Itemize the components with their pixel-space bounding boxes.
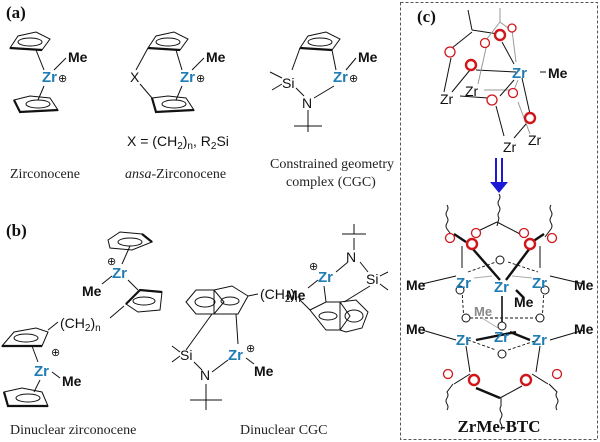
cp-ring — [309, 301, 351, 331]
zr-label: Zr — [333, 69, 348, 86]
cp-ring — [2, 387, 49, 408]
linker-label: (CH2)n — [260, 286, 301, 305]
charge-label: ⊕ — [58, 73, 67, 85]
arrow-down-icon — [490, 182, 508, 193]
dinuclear-cgc-caption: Dinuclear CGC — [240, 423, 327, 438]
charge-label: ⊕ — [107, 256, 116, 268]
me-label: Me — [574, 321, 594, 337]
cgc-structure: Me Zr ⊕ Si N Constrained geometry comple… — [269, 31, 394, 190]
charge-label: ⊕ — [246, 343, 255, 355]
zr-label: Zr — [465, 83, 479, 99]
zr-label: Zr — [180, 69, 195, 86]
n-label: N — [302, 95, 312, 111]
zr-label: Zr — [528, 132, 542, 148]
ansa-zirconocene-structure: X Me Zr ⊕ X = (CH2)n, R2Si ansa-Zirconoc… — [125, 31, 229, 182]
me-label: Me — [574, 277, 594, 293]
cp-ring — [107, 231, 153, 251]
zr-cluster-structure: Zr Me Zr Zr Zr Zr — [440, 8, 568, 155]
me-label: Me — [548, 65, 568, 81]
zrme-btc-structure: Zr Zr Zr Zr Zr Zr Me Me Me Me Me Me ZrMe… — [406, 193, 594, 436]
charge-label: ⊕ — [196, 73, 205, 85]
zirconocene-caption: Zirconocene — [10, 167, 80, 182]
si-label: Si — [282, 75, 294, 91]
si-label: Si — [366, 271, 378, 287]
zr-label: Zr — [532, 275, 547, 292]
panel-a: (a) Me Zr ⊕ Zirconocene — [6, 3, 394, 190]
benzo-ring — [185, 289, 225, 315]
me-label: Me — [406, 277, 426, 293]
charge-label: ⊕ — [349, 73, 358, 85]
me-label: Me — [406, 321, 426, 337]
n-label: N — [346, 249, 356, 265]
si-label: Si — [180, 347, 192, 363]
zr-label: Zr — [112, 265, 127, 282]
me-label: Me — [206, 49, 226, 65]
n-label: N — [200, 367, 210, 383]
me-label: Me — [254, 363, 274, 379]
panel-b: (b) ⊕ Zr Me (CH2)n — [0, 221, 389, 438]
charge-label: ⊕ — [309, 261, 318, 273]
zr-label: Zr — [503, 139, 517, 155]
zr-label: Zr — [228, 347, 243, 364]
cp-ring — [0, 327, 49, 348]
cp-ring — [299, 31, 341, 52]
panel-c: (c) — [400, 2, 598, 440]
me-label: Me — [62, 373, 82, 389]
zr-label: Zr — [42, 69, 57, 86]
me-label: Me — [358, 49, 378, 65]
cgc-caption-line2: complex (CGC) — [286, 175, 376, 190]
dinuclear-zirconocene-structure: ⊕ Zr Me (CH2)n ⊕ Zr Me — [0, 231, 163, 438]
zr-label: Zr — [494, 329, 509, 346]
panel-c-label: (c) — [417, 7, 436, 26]
linker-label: (CH2)n — [60, 315, 101, 334]
panel-a-label: (a) — [6, 3, 26, 22]
zr-label: Zr — [318, 269, 333, 286]
cp-ring-bottom — [150, 95, 195, 114]
me-label: Me — [68, 49, 88, 65]
bridge-definition: X = (CH2)n, R2Si — [127, 133, 229, 152]
zr-label: Zr — [456, 332, 471, 349]
zr-label: Zr — [440, 91, 454, 107]
zr-label: Zr — [532, 332, 547, 349]
ansa-zirconocene-caption: ansa-Zirconocene — [125, 167, 226, 182]
zirconocene-structure: Me Zr ⊕ Zirconocene — [9, 31, 88, 182]
charge-label: ⊕ — [51, 347, 60, 359]
benzo-ring — [339, 299, 369, 333]
dinuclear-zirconocene-caption: Dinuclear zirconocene — [10, 423, 136, 438]
cp-ring — [125, 288, 163, 313]
transformation-arrow — [490, 158, 508, 193]
zrme-btc-caption: ZrMe-BTC — [457, 417, 540, 436]
me-label: Me — [286, 287, 306, 303]
bridge-x-label: X — [130, 69, 140, 85]
panel-b-label: (b) — [6, 221, 27, 240]
dinuclear-cgc-structure: (CH2)n Si N Zr ⊕ Me Zr ⊕ — [171, 224, 389, 438]
zr-label: Zr — [456, 275, 471, 292]
cp-ring-bottom — [13, 95, 59, 114]
zr-label: Zr — [34, 363, 49, 380]
cgc-caption-line1: Constrained geometry — [270, 157, 394, 172]
cp-ring-top — [9, 31, 51, 52]
zr-label: Zr — [494, 279, 509, 296]
zr-blue-label: Zr — [512, 65, 527, 82]
panel-c-border — [400, 2, 598, 440]
me-label: Me — [82, 283, 102, 299]
me-label: Me — [514, 294, 534, 310]
cp-ring-top — [147, 31, 189, 52]
cp-ring — [213, 285, 249, 315]
me-label-back: Me — [474, 304, 492, 319]
